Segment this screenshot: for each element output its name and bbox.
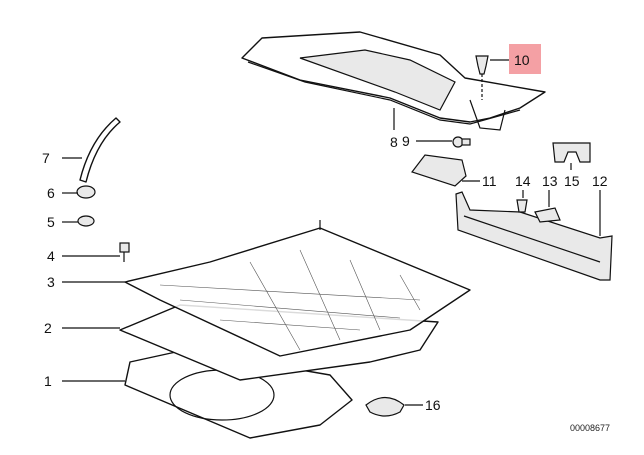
leader-lines	[62, 59, 601, 406]
callout-1[interactable]: 1	[44, 373, 52, 389]
part-5-nut[interactable]	[77, 215, 95, 227]
callout-15[interactable]: 15	[564, 173, 580, 189]
part-6-clip[interactable]	[76, 185, 96, 199]
part-13-clip[interactable]	[534, 207, 561, 223]
part-7-rod[interactable]	[79, 117, 121, 183]
callout-4[interactable]: 4	[47, 248, 55, 264]
drawing-code: 00008677	[570, 423, 610, 433]
callout-2[interactable]: 2	[44, 320, 52, 336]
callout-3[interactable]: 3	[47, 274, 55, 290]
callout-11[interactable]: 11	[482, 173, 497, 189]
part-12-trim-strip[interactable]	[455, 191, 613, 281]
part-4-screw[interactable]	[119, 242, 130, 262]
callout-10[interactable]: 10	[514, 52, 530, 68]
part-15-clip[interactable]	[552, 142, 591, 163]
callout-14[interactable]: 14	[515, 173, 531, 189]
part-16-plug[interactable]	[365, 396, 405, 417]
callout-16[interactable]: 16	[425, 397, 441, 413]
callout-13[interactable]: 13	[542, 173, 558, 189]
part-3-luggage-net[interactable]	[124, 220, 471, 357]
part-10-expanding-rivet[interactable]	[475, 55, 489, 100]
part-8-trim-panel[interactable]	[241, 31, 546, 131]
callout-12[interactable]: 12	[592, 173, 608, 189]
callout-5[interactable]: 5	[47, 214, 55, 230]
part-9-screw[interactable]	[452, 136, 471, 148]
callout-7[interactable]: 7	[42, 150, 50, 166]
callout-6[interactable]: 6	[47, 185, 55, 201]
callout-8[interactable]: 8	[390, 134, 398, 150]
part-14-clip[interactable]	[516, 199, 528, 213]
highlight-box	[509, 44, 541, 74]
part-11-cover[interactable]	[411, 154, 467, 187]
callout-9[interactable]: 9	[402, 133, 410, 149]
